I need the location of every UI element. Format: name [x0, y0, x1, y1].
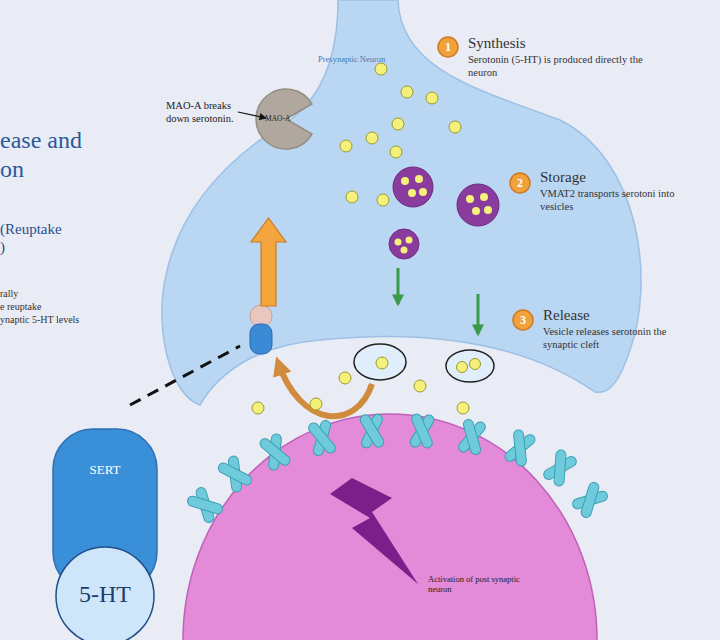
callout-number-shape [510, 173, 530, 193]
step-description: Serotonin (5-HT) is produced directly th… [468, 54, 653, 79]
callout-number-label: 2 [509, 172, 531, 194]
serotonin-dot [457, 402, 469, 414]
callout-number-label: 1 [437, 36, 459, 58]
callout-number: 2 [509, 172, 531, 194]
callout-number-label: 3 [512, 309, 534, 331]
serotonin-dot [470, 359, 481, 370]
serotonin-circle-label: 5-HT [55, 580, 155, 609]
mao-enzyme: MAO-A [255, 88, 317, 150]
postsynaptic-neuron-shape [183, 414, 597, 640]
callout-number-shape [513, 310, 533, 330]
serotonin-circle: 5-HT [55, 546, 155, 640]
reuptake-curve [278, 362, 372, 416]
serotonin-dot [457, 362, 468, 373]
postsynaptic-neuron-outline [180, 410, 600, 640]
receptor-symbol [568, 478, 612, 522]
body-text: rally [0, 288, 100, 300]
step-description: VMAT2 transports serotoni into vesicles [540, 188, 675, 213]
callout-number-shape [438, 37, 458, 57]
callout-number: 1 [437, 36, 459, 58]
annotation-note: MAO-A breaks down serotonin. [166, 100, 256, 125]
section-heading: (Reuptake ) [0, 220, 66, 256]
step-heading: Storage [540, 168, 660, 186]
postsynaptic-neuron-label: Activation of post synaptic neuron [428, 574, 523, 594]
mao-enzyme-label: MAO-A [265, 114, 305, 123]
sert-transporter-label: SERT [52, 462, 158, 478]
postsynaptic-neuron: Activation of post synaptic neuron [180, 410, 600, 640]
receptor-symbol [539, 446, 580, 491]
step-heading: Synthesis [468, 34, 588, 52]
open-vesicle [354, 344, 406, 380]
serotonin-dot [339, 372, 351, 384]
open-vesicle [446, 350, 494, 382]
serotonin-dot [310, 398, 322, 410]
serotonin-circle-shape [56, 547, 154, 640]
presynaptic-neuron-label: Presynaptic Neuron [318, 54, 418, 64]
serotonin-dot [252, 402, 264, 414]
serotonin-dot [414, 380, 426, 392]
body-text: ynaptic 5-HT levels [0, 314, 110, 326]
serotonin-dot [376, 357, 388, 369]
step-heading: Release [543, 306, 663, 324]
step-description: Vesicle releases serotonin the synaptic … [543, 326, 678, 351]
mao-enzyme-shape [256, 89, 312, 149]
callout-number: 3 [512, 309, 534, 331]
diagram-title: ease and on [0, 126, 100, 184]
body-text: e reuptake [0, 301, 100, 313]
